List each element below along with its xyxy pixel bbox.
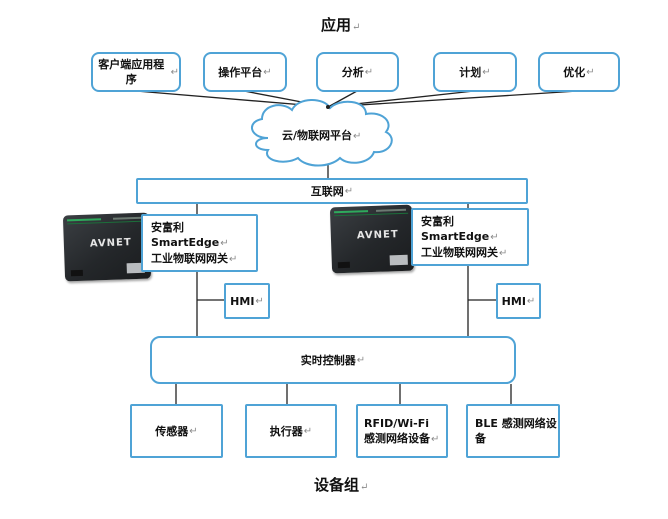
bottom-title: 设备组↵ <box>314 476 369 494</box>
cloud-shape <box>251 99 393 167</box>
device-rfid-wifi: RFID/Wi-Fi 感测网络设备↵ <box>356 404 448 458</box>
gateway-device-image-left: AVNET <box>62 212 152 282</box>
app-optimization: 优化↵ <box>538 52 620 92</box>
app-operations-platform: 操作平台↵ <box>203 52 287 92</box>
hmi-box-left: HMI↵ <box>224 283 270 319</box>
realtime-controller-box: 实时控制器↵ <box>150 336 516 384</box>
device-actuator: 执行器↵ <box>245 404 337 458</box>
gateway-box-left: 安富利 SmartEdge↵ 工业物联网网关↵ <box>141 214 258 272</box>
gateway-device-image-right: AVNET <box>329 204 415 274</box>
app-client-applications: 客户端应用程序↵ <box>91 52 181 92</box>
gateway-box-right: 安富利 SmartEdge↵ 工业物联网网关↵ <box>411 208 529 266</box>
device-ble: BLE 感测网络设 备 <box>466 404 560 458</box>
device-sensor: 传感器↵ <box>130 404 223 458</box>
internet-bar: 互联网↵ <box>136 178 528 204</box>
app-planning: 计划↵ <box>433 52 517 92</box>
top-title: 应用↵ <box>321 16 361 34</box>
hmi-box-right: HMI↵ <box>496 283 541 319</box>
cloud-label: 云/物联网平台↵ <box>282 129 362 142</box>
app-analytics: 分析↵ <box>316 52 399 92</box>
